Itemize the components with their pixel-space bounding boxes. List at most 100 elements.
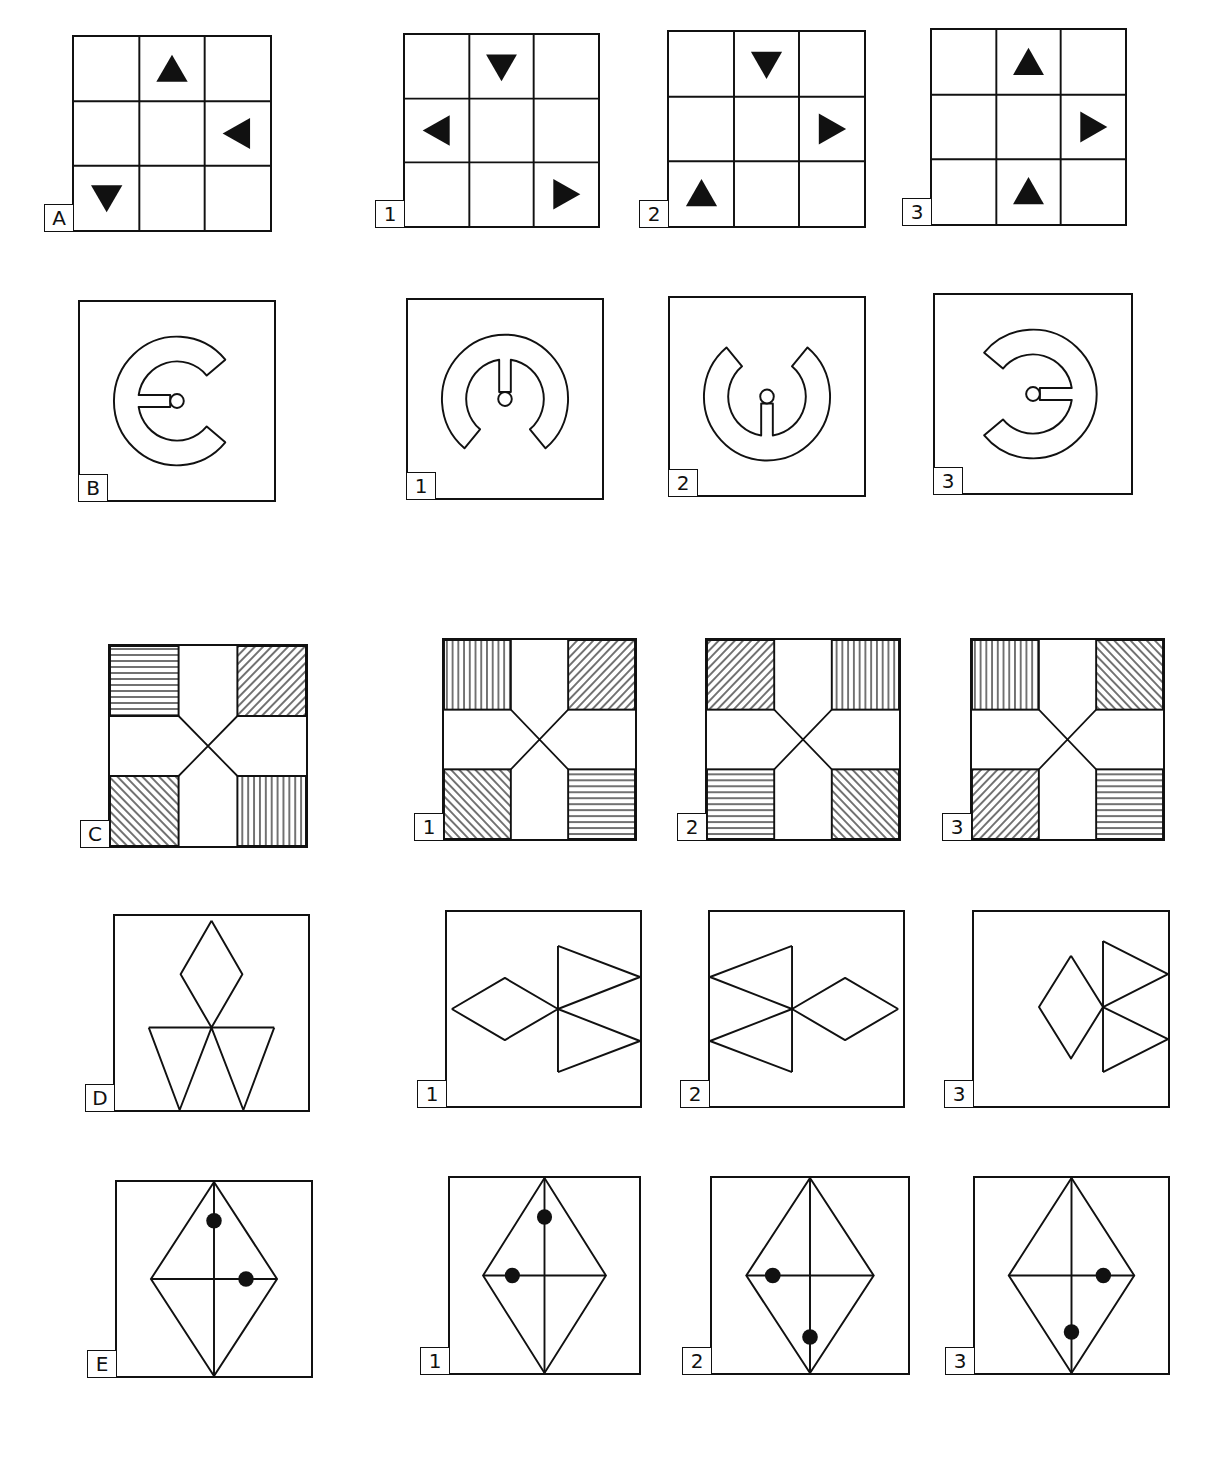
rhombus-triangles bbox=[1039, 941, 1168, 1072]
hatched-square bbox=[1096, 769, 1163, 839]
horseshoe-figure bbox=[442, 335, 568, 449]
panel-figure bbox=[669, 32, 864, 226]
puzzle-panel: 3 bbox=[970, 638, 1165, 841]
panel-figure bbox=[975, 1178, 1168, 1373]
panel-label: 3 bbox=[953, 1084, 966, 1104]
panel-label: 2 bbox=[689, 1084, 702, 1104]
panel-label: 1 bbox=[426, 1084, 439, 1104]
puzzle-panel: A bbox=[72, 35, 272, 232]
dot-marker bbox=[802, 1329, 818, 1345]
panel-figure bbox=[932, 30, 1125, 224]
triangle-marker bbox=[423, 115, 450, 146]
dot-marker bbox=[505, 1268, 520, 1284]
puzzle-panel: C bbox=[108, 644, 308, 848]
puzzle-panel: 2 bbox=[708, 910, 905, 1108]
panel-label-box: 2 bbox=[639, 200, 669, 228]
panel-figure bbox=[405, 35, 598, 226]
puzzle-panel: 3 bbox=[973, 1176, 1170, 1375]
hatched-square bbox=[832, 640, 899, 710]
panel-label-box: 3 bbox=[933, 467, 963, 495]
panel-label: E bbox=[96, 1354, 109, 1374]
panel-label: 2 bbox=[677, 473, 690, 493]
puzzle-panel: 1 bbox=[445, 910, 642, 1108]
panel-label-box: D bbox=[85, 1084, 115, 1112]
puzzle-panel: 1 bbox=[406, 298, 604, 500]
puzzle-panel: 3 bbox=[930, 28, 1127, 226]
panel-label: 1 bbox=[415, 476, 428, 496]
puzzle-panel: 2 bbox=[705, 638, 901, 841]
triangle-marker bbox=[91, 185, 122, 212]
panel-figure bbox=[117, 1182, 311, 1376]
panel-figure bbox=[712, 1178, 908, 1373]
panel-label-box: 2 bbox=[680, 1080, 710, 1108]
puzzle-panel: 3 bbox=[972, 910, 1170, 1108]
hatched-square bbox=[972, 640, 1039, 710]
puzzle-panel: 2 bbox=[668, 296, 866, 497]
horseshoe-figure bbox=[984, 330, 1096, 459]
hatched-square bbox=[832, 769, 899, 839]
panel-label: 1 bbox=[429, 1351, 442, 1371]
puzzle-panel: B bbox=[78, 300, 276, 502]
panel-figure bbox=[447, 912, 640, 1106]
panel-label-box: E bbox=[87, 1350, 117, 1378]
panel-figure bbox=[670, 298, 864, 495]
hatched-square bbox=[444, 769, 511, 839]
panel-label-box: 3 bbox=[942, 813, 972, 841]
puzzle-panel: 2 bbox=[710, 1176, 910, 1375]
puzzle-panel: D bbox=[113, 914, 310, 1112]
hatched-square bbox=[972, 769, 1039, 839]
panel-label: B bbox=[86, 478, 100, 498]
panel-figure bbox=[444, 640, 635, 839]
hatched-square bbox=[568, 769, 635, 839]
grid-lines bbox=[932, 30, 1125, 224]
panel-label: 2 bbox=[691, 1351, 704, 1371]
hatched-square bbox=[237, 646, 306, 716]
panel-label: 2 bbox=[686, 817, 699, 837]
puzzle-panel: 3 bbox=[933, 293, 1133, 495]
panel-label-box: 3 bbox=[944, 1080, 974, 1108]
panel-label-box: 2 bbox=[677, 813, 707, 841]
puzzle-panel: 1 bbox=[403, 33, 600, 228]
hatched-square bbox=[110, 776, 179, 846]
cross-lines bbox=[1039, 710, 1096, 770]
panel-label-box: 3 bbox=[902, 198, 932, 226]
panel-figure bbox=[707, 640, 899, 839]
hatched-square bbox=[1096, 640, 1163, 710]
triangle-marker bbox=[553, 179, 580, 210]
triangle-marker bbox=[223, 118, 250, 149]
triangle-marker bbox=[819, 113, 846, 144]
triangle-marker bbox=[156, 55, 187, 82]
panel-figure bbox=[935, 295, 1131, 493]
hatched-square bbox=[568, 640, 635, 710]
panel-figure bbox=[80, 302, 274, 500]
grid-lines bbox=[669, 32, 864, 226]
dot-marker bbox=[238, 1271, 254, 1287]
panel-label: A bbox=[52, 208, 66, 228]
triangle-marker bbox=[1013, 48, 1044, 75]
cross-lines bbox=[511, 710, 568, 770]
panel-label: 3 bbox=[954, 1351, 967, 1371]
hatched-square bbox=[110, 646, 179, 716]
panel-label: C bbox=[88, 824, 102, 844]
panel-label-box: 2 bbox=[668, 469, 698, 497]
grid-lines bbox=[405, 35, 598, 226]
horseshoe-figure bbox=[704, 347, 830, 460]
puzzle-panel: E bbox=[115, 1180, 313, 1378]
panel-label: 2 bbox=[648, 204, 661, 224]
triangle-marker bbox=[486, 54, 517, 81]
panel-label-box: B bbox=[78, 474, 108, 502]
panel-label-box: C bbox=[80, 820, 110, 848]
dot-marker bbox=[1096, 1268, 1111, 1284]
panel-figure bbox=[74, 37, 270, 230]
rhombus-figure bbox=[483, 1178, 606, 1373]
grid-lines bbox=[74, 37, 270, 230]
rhombus-triangles bbox=[149, 921, 274, 1110]
panel-label-box: 1 bbox=[375, 200, 405, 228]
panel-figure bbox=[974, 912, 1168, 1106]
hatched-square bbox=[707, 640, 774, 710]
cross-lines bbox=[774, 710, 832, 770]
panel-label: D bbox=[92, 1088, 107, 1108]
panel-figure bbox=[710, 912, 903, 1106]
panel-figure bbox=[408, 300, 602, 498]
dot-marker bbox=[537, 1209, 552, 1225]
